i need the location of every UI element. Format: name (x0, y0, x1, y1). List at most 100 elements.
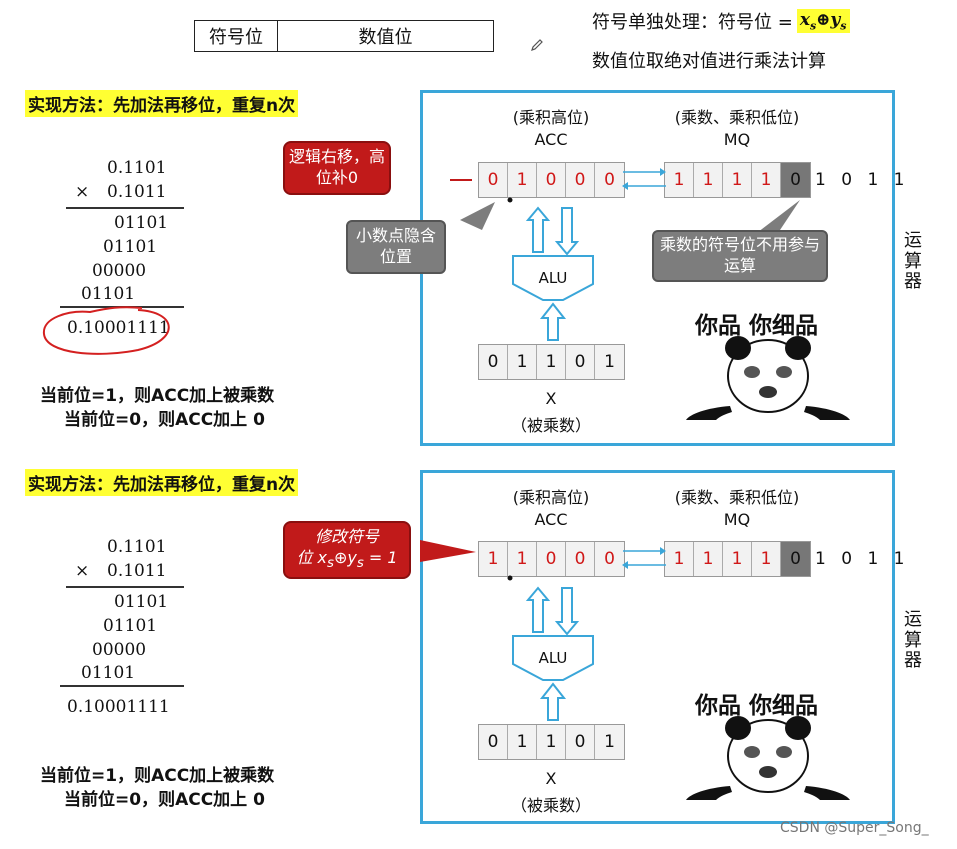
x-bit: 1 (595, 345, 624, 379)
partial-product: 01101 (81, 284, 136, 304)
mq-bit: 1 (665, 163, 694, 197)
svg-text:ALU: ALU (539, 269, 568, 287)
shift-callout: 逻辑右移，高位补0 (283, 141, 391, 195)
multiplier: 0.1011 (107, 561, 167, 581)
rule-note: 当前位=1，则ACC加上被乘数 (40, 766, 275, 786)
rule-note: 当前位=0，则ACC加上 0 (64, 790, 265, 810)
mq-bit: 1 (694, 163, 723, 197)
acc-caption: (乘积高位) (512, 488, 590, 507)
sign-field: 符号位 (195, 21, 278, 51)
acc-register: 1 1 0 0 0 (478, 541, 625, 577)
acc-name: ACC (534, 510, 568, 529)
register-format-table: 符号位 数值位 (194, 20, 494, 52)
acc-register: 0 1 0 0 0 (478, 162, 625, 198)
multiplier: 0.1011 (107, 182, 167, 202)
x-bit: 0 (479, 345, 508, 379)
x-bit: 0 (566, 725, 595, 759)
acc-bit: 0 (537, 542, 566, 576)
x-name: X (545, 389, 557, 408)
partial-product: 01101 (103, 616, 158, 636)
times-sign: × (75, 182, 90, 202)
x-bit: 1 (508, 345, 537, 379)
acc-bit: 0 (595, 542, 624, 576)
pencil-icon (531, 39, 543, 51)
method-banner: 实现方法：先加法再移位，重复n次 (25, 469, 299, 496)
watermark: CSDN @Super_Song_ (780, 820, 929, 836)
multiplicand: 0.1101 (107, 537, 167, 557)
acc-bit: 0 (479, 163, 508, 197)
acc-caption: (乘积高位) (512, 108, 590, 127)
rule-note: 当前位=1，则ACC加上被乘数 (40, 386, 275, 406)
panda-meme-image (686, 336, 850, 420)
x-bit: 1 (537, 345, 566, 379)
svg-text:ALU: ALU (539, 649, 568, 667)
x-name: X (545, 769, 557, 788)
acc-bit: 1 (508, 542, 537, 576)
sign-formula: xs⊕ys (796, 8, 850, 34)
mq-bit: 0 (781, 163, 810, 197)
divider (60, 685, 184, 687)
x-caption: （被乘数） (510, 796, 591, 815)
x-bit: 1 (595, 725, 624, 759)
acc-bit: 0 (566, 163, 595, 197)
value-field: 数值位 (358, 27, 413, 48)
x-register: 0 1 1 0 1 (478, 724, 625, 760)
x-bit: 1 (537, 725, 566, 759)
mq-bit: 1 (723, 542, 752, 576)
decimal-point-callout: 小数点隐含位置 (346, 220, 446, 274)
x-caption: （被乘数） (510, 416, 591, 435)
acc-name: ACC (534, 130, 568, 149)
mq-register: 1 1 1 1 0 (664, 541, 811, 577)
sign-bit-callout: 乘数的符号位不用参与运算 (652, 230, 828, 282)
times-sign: × (75, 561, 90, 581)
product-result: 0.10001111 (67, 697, 170, 717)
partial-product: 01101 (103, 237, 158, 257)
shifted-out-bits: 1 0 1 1 (815, 549, 905, 569)
sign-rule-text: 符号单独处理：符号位 = (592, 12, 793, 33)
partial-product: 01101 (114, 592, 169, 612)
diagram-connectors: ALU (420, 540, 666, 721)
acc-bit: 0 (537, 163, 566, 197)
mq-bit: 1 (752, 542, 781, 576)
mq-bit: 1 (694, 542, 723, 576)
acc-bit: 1 (508, 163, 537, 197)
multiplicand: 0.1101 (107, 158, 167, 178)
magnitude-rule: 数值位取绝对值进行乘法计算 (592, 51, 826, 72)
shifted-out-bits: 1 0 1 1 (815, 170, 905, 190)
mq-name: MQ (723, 510, 751, 529)
diagram-connectors: ALU (450, 168, 800, 341)
callout-line: 位 xs⊕ys = 1 (296, 548, 398, 572)
callout-line: 修改符号 (314, 527, 379, 547)
side-label-arithmetic-unit: 运算器 (904, 609, 922, 672)
x-bit: 0 (566, 345, 595, 379)
alu-diagram-frame (420, 470, 895, 824)
acc-bit: 0 (595, 163, 624, 197)
result-circle-annotation (42, 306, 170, 355)
mq-name: MQ (723, 130, 751, 149)
mq-bit: 1 (723, 163, 752, 197)
rule-note: 当前位=0，则ACC加上 0 (64, 410, 265, 430)
divider (66, 586, 184, 588)
x-bit: 0 (479, 725, 508, 759)
mq-bit: 1 (752, 163, 781, 197)
mq-bit: 0 (781, 542, 810, 576)
acc-bit: 1 (479, 542, 508, 576)
partial-product: 01101 (81, 663, 136, 683)
sign-fix-callout: 修改符号 位 xs⊕ys = 1 (283, 521, 411, 579)
x-bit: 1 (508, 725, 537, 759)
mq-register: 1 1 1 1 0 (664, 162, 811, 198)
side-label-arithmetic-unit: 运算器 (904, 230, 922, 293)
mq-bit: 1 (665, 542, 694, 576)
sign-rule: 符号单独处理：符号位 = xs⊕ys (592, 8, 850, 34)
partial-product: 00000 (92, 261, 147, 281)
partial-product: 01101 (114, 213, 169, 233)
product-result: 0.10001111 (67, 318, 170, 338)
mq-caption: (乘数、乘积低位) (674, 488, 800, 507)
x-register: 0 1 1 0 1 (478, 344, 625, 380)
divider (66, 207, 184, 209)
acc-bit: 0 (566, 542, 595, 576)
mq-caption: (乘数、乘积低位) (674, 108, 800, 127)
meme-caption: 你品 你细品 (695, 693, 819, 719)
meme-caption: 你品 你细品 (695, 313, 819, 339)
partial-product: 00000 (92, 640, 147, 660)
